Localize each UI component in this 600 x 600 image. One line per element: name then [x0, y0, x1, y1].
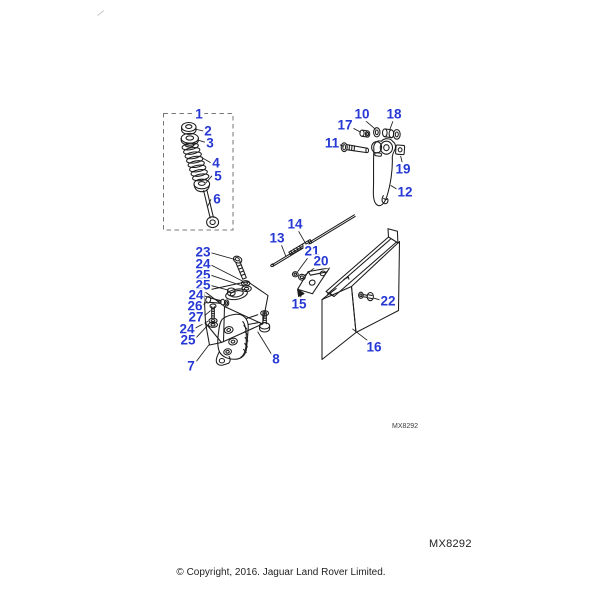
callout-22: 22	[379, 293, 397, 309]
callout-15: 15	[290, 296, 308, 312]
callout-6: 6	[212, 191, 222, 207]
callout-16: 16	[365, 339, 383, 355]
callout-18: 18	[385, 106, 403, 122]
callout-3: 3	[205, 134, 215, 150]
callout-25-c: 25	[179, 331, 197, 347]
figure-code: MX8292	[429, 538, 472, 550]
callout-20: 20	[312, 253, 330, 269]
callout-26: 26	[186, 298, 204, 314]
callout-14: 14	[286, 216, 304, 232]
callout-19: 19	[394, 161, 412, 177]
callout-27: 27	[187, 309, 205, 325]
callout-2: 2	[203, 123, 213, 139]
callout-1: 1	[194, 106, 204, 122]
pedal-bracket-drawing	[340, 127, 406, 207]
callout-24-c: 24	[178, 321, 196, 337]
abutment-bracket-drawing	[291, 267, 331, 297]
callout-10: 10	[353, 106, 371, 122]
stray-mark	[97, 10, 105, 16]
callout-23: 23	[194, 244, 212, 260]
callout-11: 11	[323, 134, 341, 150]
leader-lines	[193, 119, 404, 362]
inline-figure-code: MX8292	[392, 423, 419, 430]
callout-25-a: 25	[194, 266, 212, 282]
damper-mechanism-drawing	[215, 310, 271, 366]
copyright-text: © Copyright, 2016. Jaguar Land Rover Lim…	[176, 567, 386, 578]
damper-assembly-drawing	[180, 121, 220, 229]
callout-5: 5	[213, 168, 223, 184]
mount-bracket-drawing	[203, 255, 269, 346]
callout-12: 12	[396, 184, 414, 200]
callout-13: 13	[268, 230, 286, 246]
cable-drawing	[270, 214, 356, 268]
panel-drawing	[321, 228, 401, 361]
callout-4: 4	[211, 155, 221, 171]
callout-7: 7	[186, 358, 196, 374]
callout-8: 8	[271, 351, 281, 367]
callout-24-a: 24	[194, 256, 212, 272]
callout-24-b: 24	[187, 287, 205, 303]
callout-17: 17	[336, 117, 354, 133]
